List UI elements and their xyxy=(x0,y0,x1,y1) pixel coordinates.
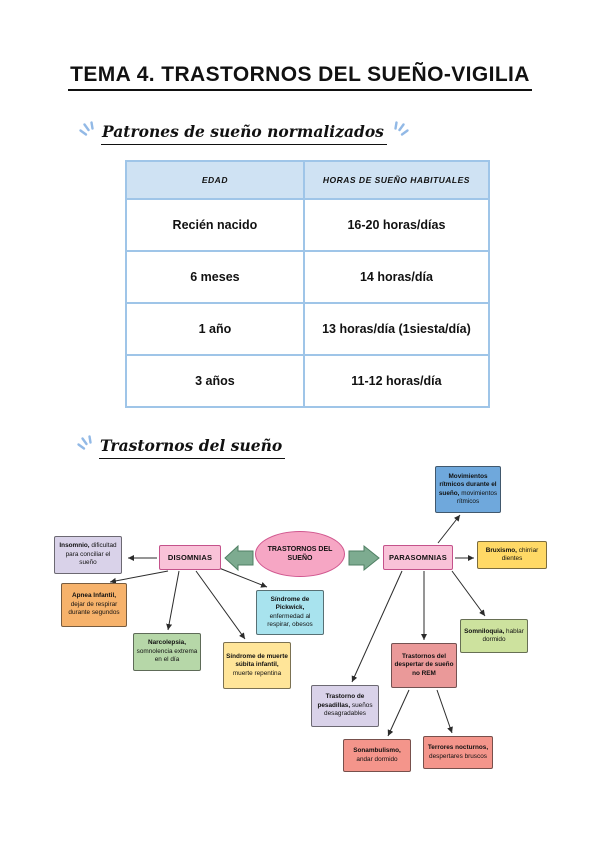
diagram-node-center: TRASTORNOS DEL SUEÑO xyxy=(255,531,345,577)
node-text: Terrores nocturnos, despertares bruscos xyxy=(426,744,490,761)
diagram-node-terrores: Terrores nocturnos, despertares bruscos xyxy=(423,736,493,769)
diagram-node-insomnio: Insomnio, dificultad para conciliar el s… xyxy=(54,536,122,574)
node-term: Síndrome de muerte súbita infantil, xyxy=(226,652,288,669)
node-desc: sueños desagradables xyxy=(324,701,373,718)
cell-horas: 16-20 horas/días xyxy=(302,198,491,252)
section-heading-text-patrones: Patrones de sueño normalizados xyxy=(101,122,387,145)
cell-horas: 14 horas/día xyxy=(302,250,491,304)
table-header-edad: EDAD xyxy=(125,160,305,200)
node-label: DISOMNIAS xyxy=(167,553,213,562)
diagram-node-muerte-subita: Síndrome de muerte súbita infantil, muer… xyxy=(223,642,291,689)
node-text: Trastornos del despertar de sueño no REM xyxy=(394,653,454,678)
table-row: 3 años 11-12 horas/día xyxy=(125,354,491,408)
node-text: Síndrome de Pickwick, enfermedad al resp… xyxy=(259,596,321,630)
node-term: Insomnio, xyxy=(59,542,90,550)
node-term: Síndrome de Pickwick, xyxy=(270,595,310,612)
node-desc: despertares bruscos xyxy=(429,752,487,760)
connector-arrows xyxy=(109,514,486,737)
accent-marks-left-icon xyxy=(77,435,92,450)
node-text: Narcolepsia, somnolencia extrema en el d… xyxy=(136,639,198,664)
node-desc: movimientos rítmicos xyxy=(456,489,498,505)
node-desc: chirriar dientes xyxy=(501,546,539,562)
node-term: Trastorno de pesadillas, xyxy=(317,693,365,709)
node-text: Bruxismo, chirriar dientes xyxy=(480,547,544,564)
node-desc: enfermedad al respirar, obesos xyxy=(267,612,313,628)
diagram-node-narcolepsia: Narcolepsia, somnolencia extrema en el d… xyxy=(133,633,201,671)
node-term: Narcolepsia, xyxy=(147,639,186,647)
table-row: Recién nacido 16-20 horas/días xyxy=(125,198,491,252)
sleep-hours-table: EDAD HORAS DE SUEÑO HABITUALES Recién na… xyxy=(125,160,491,408)
accent-marks-right-icon xyxy=(394,121,409,136)
table-header-row: EDAD HORAS DE SUEÑO HABITUALES xyxy=(125,160,491,200)
table-row: 1 año 13 horas/día (1siesta/día) xyxy=(125,302,491,356)
node-desc: muerte repentina xyxy=(232,669,282,677)
node-term: Bruxismo, xyxy=(485,546,517,554)
cell-edad: 6 meses xyxy=(125,250,305,304)
accent-marks-left-icon xyxy=(79,121,94,136)
node-desc: hablar dormido xyxy=(482,627,524,643)
node-desc: somnolencia extrema en el día xyxy=(136,647,198,664)
section-heading-text-trastornos: Trastornos del sueño xyxy=(99,436,286,459)
node-term: Terrores nocturnos, xyxy=(427,744,489,752)
diagram-node-sonambulismo: Sonambulismo, andar dormido xyxy=(343,739,411,772)
table-row: 6 meses 14 horas/día xyxy=(125,250,491,304)
diagram-node-movimientos: Movimientos rítmicos durante el sueño, m… xyxy=(435,466,501,513)
block-arrow-left-icon xyxy=(224,544,254,572)
block-arrow-right-icon xyxy=(348,544,380,572)
cell-edad: 1 año xyxy=(125,302,305,356)
diagram-node-despertar-no-rem: Trastornos del despertar de sueño no REM xyxy=(391,643,457,688)
diagram-node-parasomnias: PARASOMNIAS xyxy=(383,545,453,570)
diagram-node-disomnias: DISOMNIAS xyxy=(159,545,221,570)
node-label: PARASOMNIAS xyxy=(389,553,447,562)
node-text: Síndrome de muerte súbita infantil, muer… xyxy=(226,653,288,678)
node-text: Movimientos rítmicos durante el sueño, m… xyxy=(438,473,498,507)
sleep-disorders-diagram: TRASTORNOS DEL SUEÑO DISOMNIAS PARASOMNI… xyxy=(0,455,600,848)
cell-horas: 11-12 horas/día xyxy=(302,354,491,408)
cell-edad: Recién nacido xyxy=(125,198,305,252)
node-term: Sonambulismo, xyxy=(353,747,401,755)
cell-edad: 3 años xyxy=(125,354,305,408)
diagram-node-pesadillas: Trastorno de pesadillas, sueños desagrad… xyxy=(311,685,379,727)
node-desc: andar dormido xyxy=(356,755,398,763)
section-heading-trastornos: Trastornos del sueño xyxy=(76,435,600,459)
node-text: Apnea Infantil, dejar de respirar durant… xyxy=(64,592,124,617)
diagram-node-bruxismo: Bruxismo, chirriar dientes xyxy=(477,541,547,569)
node-text: Somniloquia, hablar dormido xyxy=(463,628,525,645)
diagram-connectors xyxy=(109,514,486,737)
node-text: Sonambulismo, andar dormido xyxy=(346,747,408,764)
diagram-node-pickwick: Síndrome de Pickwick, enfermedad al resp… xyxy=(256,590,324,635)
page-title: TEMA 4. TRASTORNOS DEL SUEÑO-VIGILIA xyxy=(68,63,532,91)
node-text: Insomnio, dificultad para conciliar el s… xyxy=(57,542,119,567)
section-heading-patrones: Patrones de sueño normalizados xyxy=(78,121,600,145)
node-term: Somniloquia, xyxy=(464,627,505,635)
node-text: Trastorno de pesadillas, sueños desagrad… xyxy=(314,693,376,718)
node-label: TRASTORNOS DEL SUEÑO xyxy=(267,545,333,562)
node-term: Movimientos rítmicos durante el sueño, xyxy=(438,472,497,497)
node-term: Trastornos del despertar de sueño no REM xyxy=(394,652,454,677)
diagram-node-somniloquia: Somniloquia, hablar dormido xyxy=(460,619,528,653)
node-desc: dejar de respirar durante segundos xyxy=(68,600,120,617)
node-term: Apnea Infantil, xyxy=(71,592,117,600)
page-title-row: TEMA 4. TRASTORNOS DEL SUEÑO-VIGILIA xyxy=(0,52,600,91)
cell-horas: 13 horas/día (1siesta/día) xyxy=(302,302,491,356)
diagram-node-apnea: Apnea Infantil, dejar de respirar durant… xyxy=(61,583,127,627)
node-desc: dificultad para conciliar el sueño xyxy=(65,542,117,567)
table-header-horas: HORAS DE SUEÑO HABITUALES xyxy=(302,160,491,200)
